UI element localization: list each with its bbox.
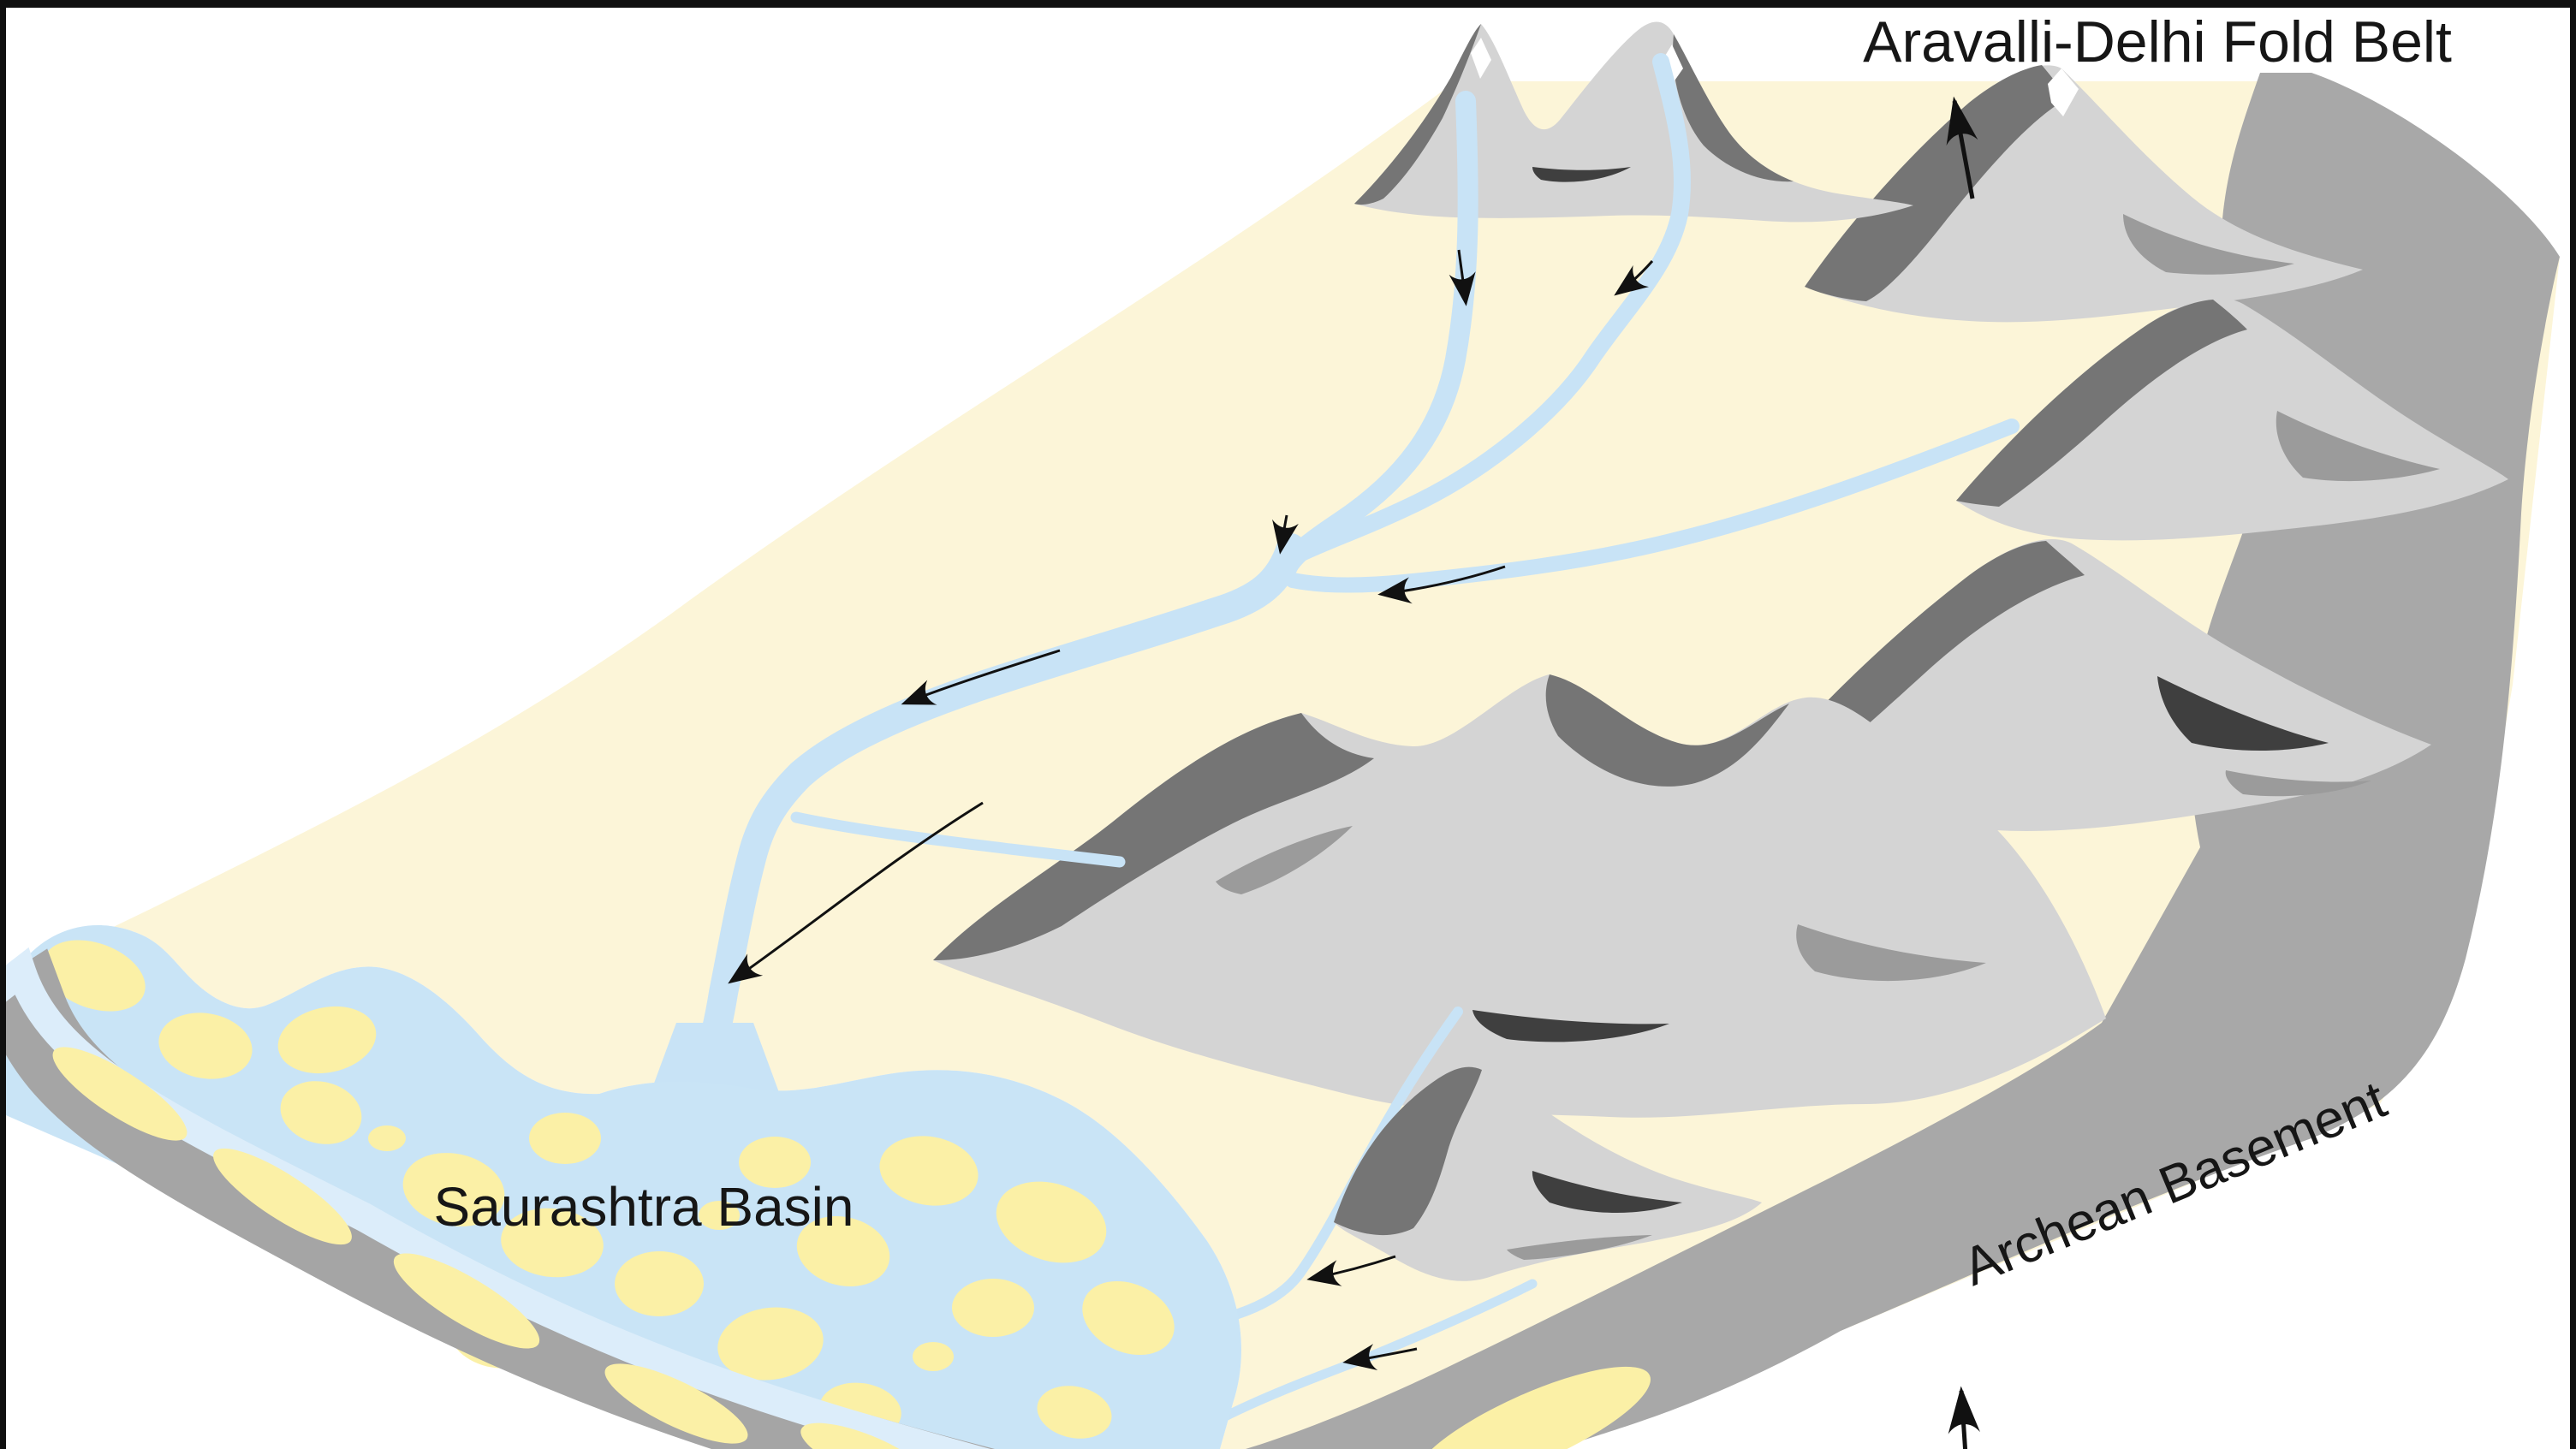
flow-arrow xyxy=(1342,1344,1418,1370)
flow-arrow xyxy=(1377,565,1506,604)
basin-label: Saurashtra Basin xyxy=(434,1176,854,1238)
fold-belt-label: Aravalli-Delhi Fold Belt xyxy=(1863,9,2452,74)
main-river xyxy=(683,533,1306,1123)
ridge-top xyxy=(1805,65,2363,323)
flow-arrow xyxy=(728,801,984,984)
river-system xyxy=(646,53,2020,1449)
flow-arrow xyxy=(1614,260,1654,296)
archean-basement-band xyxy=(1246,73,2560,1449)
edge-sediment-lenses xyxy=(52,1047,929,1449)
isolated-hill xyxy=(1334,1066,1762,1281)
ridge-second xyxy=(1956,298,2508,541)
basement-arrow xyxy=(1948,1386,1980,1449)
frontal-ridge xyxy=(933,674,2106,1118)
basement-band-sediment-lens xyxy=(1414,1366,1651,1449)
flow-arrow xyxy=(1306,1255,1396,1286)
flow-arrow xyxy=(1272,514,1299,555)
headwater-stream-right xyxy=(1282,53,1691,567)
flow-direction-arrows xyxy=(728,249,1654,1370)
basin-sediment-patches xyxy=(43,940,1175,1439)
flow-arrow xyxy=(901,649,1061,705)
flow-arrow xyxy=(1449,249,1476,306)
mountain-front-tributary xyxy=(1285,419,2020,593)
basin-slab-edge xyxy=(0,947,996,1449)
distributary-branch xyxy=(790,811,1126,868)
saurashtra-basin xyxy=(0,925,1241,1449)
headwater-stream-left xyxy=(1278,91,1478,575)
twin-headwater-peaks xyxy=(1354,21,1913,223)
fold-belt-arrow xyxy=(1946,96,1978,199)
aravalli-mountain-ranges xyxy=(933,21,2508,1118)
